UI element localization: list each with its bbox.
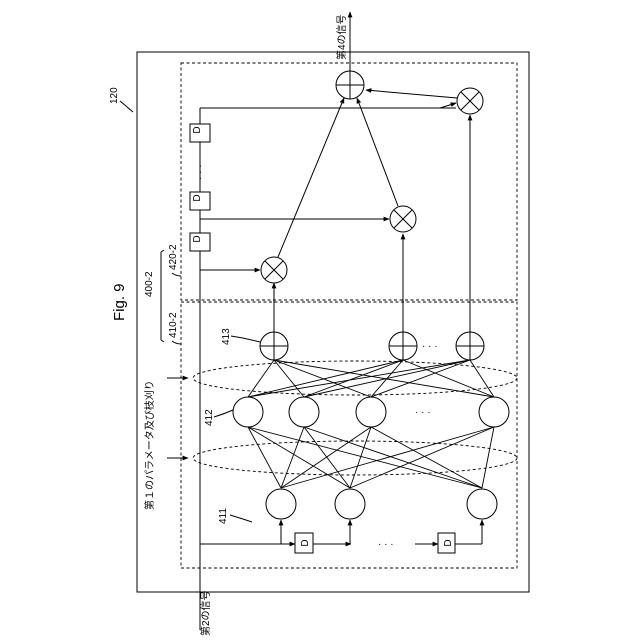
block-ref-label: 400-2 — [144, 271, 155, 297]
svg-text:D: D — [192, 126, 203, 133]
multiplier-node — [390, 206, 416, 232]
svg-text:D: D — [443, 539, 454, 546]
output-signal-label: 第4の信号 — [335, 14, 348, 60]
sub-ref-a-label: 410-2 — [168, 312, 179, 338]
delay-box: D — [190, 192, 210, 210]
sub-ref-b-label: 420-2 — [168, 244, 179, 270]
adder-ellipsis: · · · — [422, 341, 438, 352]
output-adder-node — [336, 71, 364, 99]
weights-ellipse-lower — [193, 441, 517, 475]
delay-box: D — [295, 533, 313, 553]
ref-412-label: 412 — [204, 409, 215, 426]
device-ref-label: 120 — [109, 87, 120, 104]
multiplier-node — [457, 88, 483, 114]
adder-node — [389, 332, 417, 360]
hidden-node — [479, 397, 509, 427]
adder-node — [260, 332, 288, 360]
figure-title: Fig. 9 — [111, 283, 128, 321]
input-node — [467, 489, 497, 519]
delay-box: D — [190, 233, 210, 251]
adder-node — [456, 332, 484, 360]
input-signal-label: 第2の信号 — [199, 590, 212, 636]
input-node — [335, 489, 365, 519]
parameter-pruning-label: 第１のパラメータ及び枝刈り — [143, 380, 156, 510]
multiplier-node — [261, 257, 287, 283]
svg-text:D: D — [192, 235, 203, 242]
delay-ellipsis-top: · · · — [195, 164, 206, 180]
svg-text:D: D — [300, 539, 311, 546]
hidden-node — [356, 397, 386, 427]
hidden-node — [289, 397, 319, 427]
svg-text:D: D — [192, 194, 203, 201]
hidden-ellipsis: · · · — [415, 407, 431, 418]
hidden-node — [233, 397, 263, 427]
input-node — [266, 489, 296, 519]
ref-413-label: 413 — [221, 328, 232, 345]
input-to-hidden-weights — [248, 427, 494, 488]
delay-box: D — [438, 533, 455, 553]
delay-box: D — [190, 124, 210, 142]
ref-411-label: 411 — [218, 508, 229, 524]
delay-ellipsis-bottom: · · · — [378, 539, 394, 550]
